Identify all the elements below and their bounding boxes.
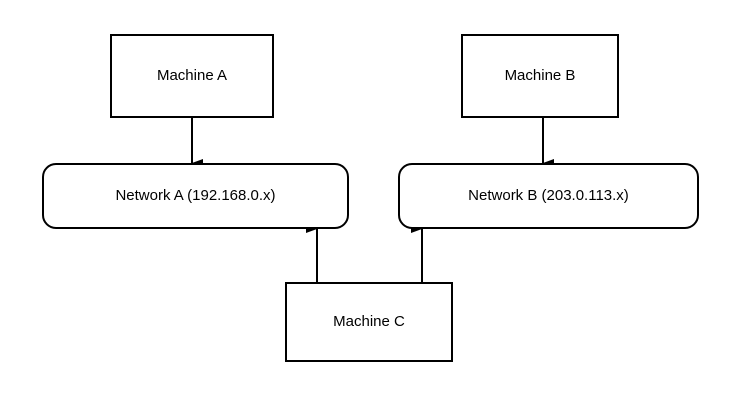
node-network-a[interactable]: Network A (192.168.0.x) — [42, 163, 349, 229]
node-machine-b[interactable]: Machine B — [461, 34, 619, 118]
node-machine-c-label: Machine C — [333, 313, 405, 330]
node-machine-a[interactable]: Machine A — [110, 34, 274, 118]
node-network-b-label: Network B (203.0.113.x) — [468, 187, 629, 204]
node-network-b[interactable]: Network B (203.0.113.x) — [398, 163, 699, 229]
node-machine-c[interactable]: Machine C — [285, 282, 453, 362]
node-machine-b-label: Machine B — [504, 67, 576, 84]
node-machine-a-label: Machine A — [156, 67, 228, 84]
node-network-a-label: Network A (192.168.0.x) — [115, 187, 276, 204]
